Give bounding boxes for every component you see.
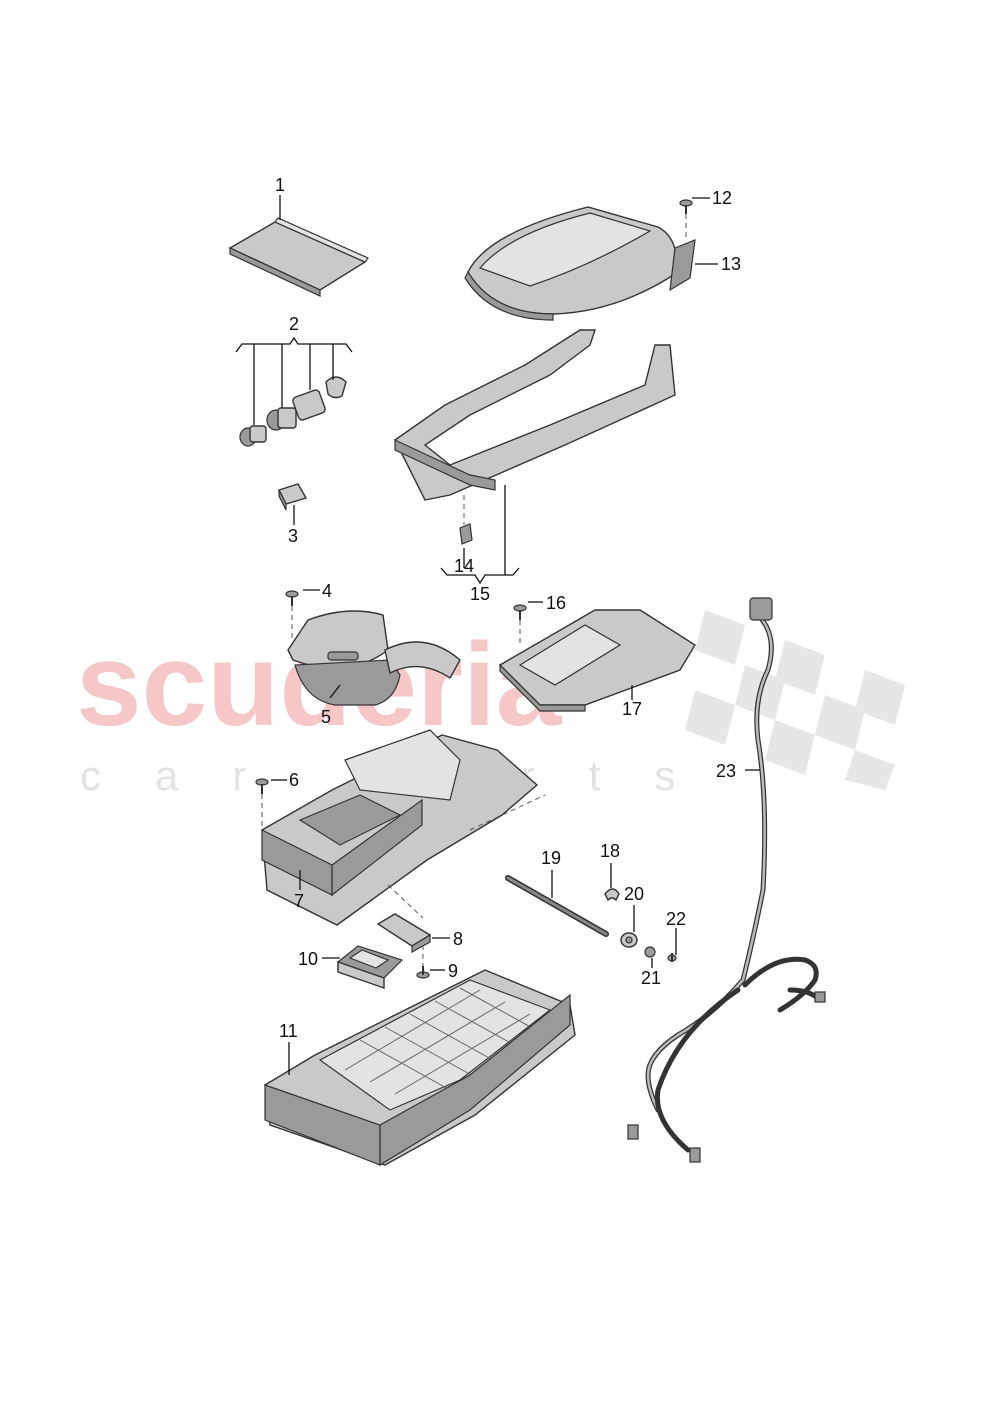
part-22-screw [667,953,677,962]
part-20-bushing [620,932,638,948]
leader-lines [235,195,760,1075]
callout-13: 13 [721,254,741,274]
part-10-module [336,945,404,989]
part-18-spring-clip [604,888,620,902]
part-11-base [264,969,576,1167]
callout-4: 4 [322,581,332,601]
callout-18: 18 [600,841,620,861]
part-17-trim-cover [498,609,696,712]
part-1-cover-mat [228,217,369,297]
callout-22: 22 [666,909,686,929]
callout-17: 17 [622,699,642,719]
callout-11: 11 [279,1021,298,1041]
part-8-bracket [376,913,432,954]
callout-1: 1 [275,175,285,195]
part-23-wiring-harness [627,597,826,1163]
part-14-clip [459,523,473,545]
callout-12: 12 [712,188,732,208]
callout-10: 10 [298,949,318,969]
callout-8: 8 [453,929,463,949]
part-2-socket-set [239,376,347,447]
callout-7: 7 [294,891,304,911]
callout-19: 19 [541,848,561,868]
callout-9: 9 [448,961,458,981]
part-16-screw [513,604,527,620]
callout-21: 21 [641,968,661,988]
part-5-cupholder [287,610,461,706]
callout-15: 15 [470,584,490,604]
part-15-trim-frame [394,329,676,501]
callout-3: 3 [288,526,298,546]
part-9-screw [416,966,430,979]
callout-14: 14 [454,556,474,576]
part-19-rod [505,875,609,937]
callout-labels: 1 2 3 4 5 6 7 8 9 10 11 12 13 14 15 16 1… [275,175,741,1041]
callout-2: 2 [289,314,299,334]
callout-16: 16 [546,593,566,613]
part-21-washer [644,946,656,958]
assembly-lines [261,214,687,966]
part-7-tray [261,729,539,926]
part-4-screw [285,590,299,606]
part-12-screw [679,199,693,214]
callout-20: 20 [624,884,644,904]
callout-6: 6 [289,770,299,790]
part-13-armrest-lid [464,206,696,321]
part-3-switch [278,483,308,511]
callout-5: 5 [321,707,331,727]
callout-23: 23 [716,761,736,781]
part-6-screw [255,778,269,794]
